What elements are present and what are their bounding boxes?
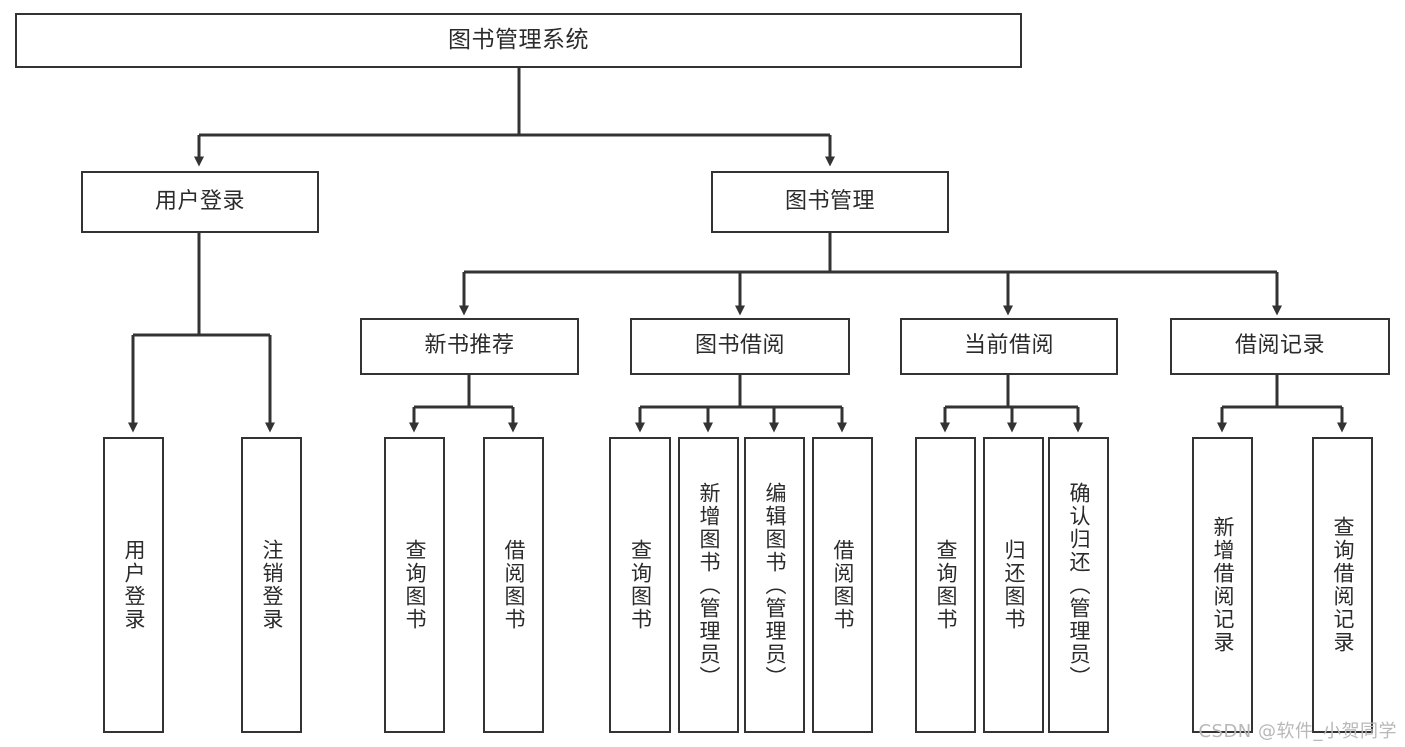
- node-leaf-return-book-label: 归还图书: [1002, 539, 1026, 631]
- node-leaf-add-record-label: 新增借阅记录: [1211, 516, 1235, 654]
- node-leaf-add-record[interactable]: 新增借阅记录: [1192, 437, 1253, 733]
- node-leaf-edit-book-label: 编辑图书（管理员）: [763, 481, 787, 689]
- node-leaf-borrow-book-2[interactable]: 借阅图书: [812, 437, 873, 733]
- node-leaf-confirm-return[interactable]: 确认归还（管理员）: [1048, 437, 1109, 733]
- node-root-system[interactable]: 图书管理系统: [15, 13, 1022, 68]
- node-leaf-query-book-1[interactable]: 查询图书: [384, 437, 445, 733]
- node-leaf-add-book[interactable]: 新增图书（管理员）: [678, 437, 739, 733]
- node-book-manage-label: 图书管理: [784, 188, 875, 214]
- node-leaf-confirm-return-label: 确认归还（管理员）: [1067, 481, 1091, 689]
- node-current-borrow-label: 当前借阅: [963, 333, 1054, 359]
- node-new-book-recommend-label: 新书推荐: [424, 333, 515, 359]
- node-leaf-borrow-book-1-label: 借阅图书: [502, 539, 526, 631]
- node-leaf-query-book-3[interactable]: 查询图书: [915, 437, 976, 733]
- node-leaf-borrow-book-2-label: 借阅图书: [831, 539, 855, 631]
- node-leaf-borrow-book-1[interactable]: 借阅图书: [483, 437, 544, 733]
- node-leaf-logout[interactable]: 注销登录: [241, 437, 302, 733]
- node-leaf-logout-label: 注销登录: [260, 539, 284, 631]
- node-user-login[interactable]: 用户登录: [81, 171, 319, 233]
- node-leaf-query-record[interactable]: 查询借阅记录: [1312, 437, 1373, 733]
- node-leaf-user-login-label: 用户登录: [122, 539, 146, 631]
- node-borrow-record-label: 借阅记录: [1234, 333, 1325, 359]
- node-user-login-label: 用户登录: [154, 188, 245, 214]
- node-new-book-recommend[interactable]: 新书推荐: [360, 318, 579, 375]
- node-book-manage[interactable]: 图书管理: [711, 171, 949, 233]
- node-root-system-label: 图书管理系统: [448, 26, 589, 53]
- node-book-borrow-label: 图书借阅: [694, 333, 785, 359]
- node-leaf-query-book-1-label: 查询图书: [403, 539, 427, 631]
- node-leaf-query-book-3-label: 查询图书: [934, 539, 958, 631]
- node-leaf-user-login[interactable]: 用户登录: [103, 437, 164, 733]
- node-book-borrow[interactable]: 图书借阅: [630, 318, 850, 375]
- node-leaf-query-book-2-label: 查询图书: [628, 539, 653, 631]
- node-leaf-query-book-2[interactable]: 查询图书: [609, 437, 671, 733]
- node-borrow-record[interactable]: 借阅记录: [1170, 318, 1390, 375]
- node-current-borrow[interactable]: 当前借阅: [900, 318, 1118, 375]
- node-leaf-query-record-label: 查询借阅记录: [1331, 516, 1355, 654]
- node-leaf-return-book[interactable]: 归还图书: [983, 437, 1044, 733]
- node-leaf-edit-book[interactable]: 编辑图书（管理员）: [744, 437, 805, 733]
- node-leaf-add-book-label: 新增图书（管理员）: [697, 481, 721, 689]
